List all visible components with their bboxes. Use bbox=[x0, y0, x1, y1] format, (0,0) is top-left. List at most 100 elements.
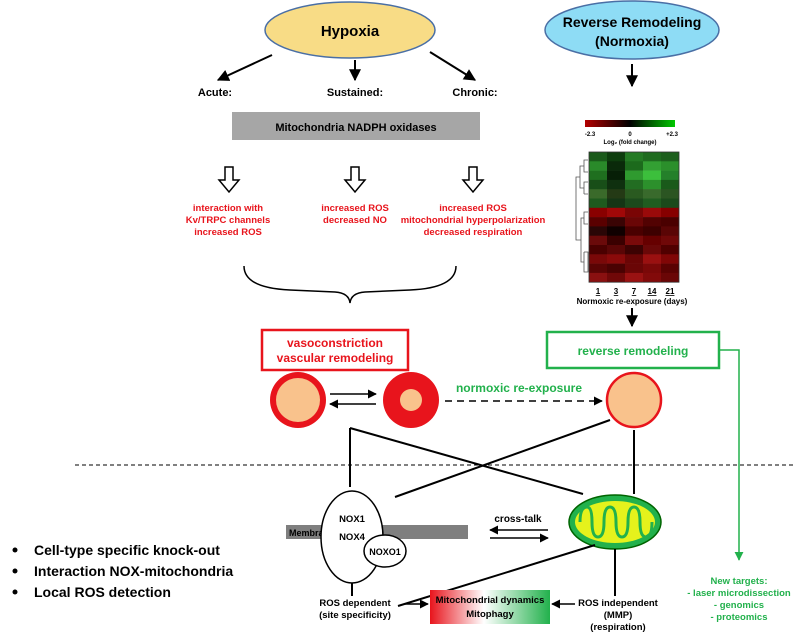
normoxic-label: normoxic re-exposure bbox=[456, 381, 582, 395]
heatmap-cell bbox=[607, 263, 625, 274]
heatmap-cell bbox=[589, 179, 607, 190]
day-label-7: 7 bbox=[632, 287, 637, 296]
heatmap-cell bbox=[607, 198, 625, 209]
heatmap-cell bbox=[661, 254, 679, 264]
membrane-label: Membrane bbox=[289, 528, 334, 538]
mito-dynamics-line2: Mitophagy bbox=[466, 609, 514, 620]
vasoconstriction-box bbox=[260, 328, 410, 372]
vessel-normal-left-lumen bbox=[276, 378, 320, 422]
heatmap-dendrogram bbox=[575, 159, 589, 273]
heatmap-cell bbox=[643, 226, 661, 236]
acute-effect-1: interaction with bbox=[193, 203, 263, 214]
heatmap-cell bbox=[607, 235, 625, 246]
heatmap-cell bbox=[661, 207, 679, 218]
bullet-2: Interaction NOX-mitochondria bbox=[34, 563, 233, 579]
heatmap-cell bbox=[589, 272, 607, 283]
reverse-remodeling-line2: (Normoxia) bbox=[595, 33, 669, 49]
heatmap-cell bbox=[589, 152, 607, 162]
vessel-remodeled-lumen bbox=[400, 389, 422, 411]
heatmap-cell bbox=[607, 179, 625, 190]
heatmap-cell bbox=[661, 226, 679, 236]
mito-dynamics-line1: Mitochondrial dynamics bbox=[436, 595, 545, 606]
scale-mid: 0 bbox=[628, 132, 632, 138]
new-targets-item-3: - proteomics bbox=[710, 612, 767, 623]
heatmap-cell bbox=[661, 179, 679, 190]
sustained-effect-1: increased ROS bbox=[321, 203, 389, 214]
green-connector bbox=[719, 349, 744, 561]
bullet-list: Cell-type specific knock-out Interaction… bbox=[12, 542, 233, 600]
heatmap-cell bbox=[589, 189, 607, 199]
heatmap-cell bbox=[589, 235, 607, 246]
reverse-remodeling-ellipse bbox=[544, 0, 720, 60]
nadph-bar-label: Mitochondria NADPH oxidases bbox=[275, 122, 436, 134]
heatmap-cell bbox=[643, 198, 661, 209]
heatmap-cell bbox=[625, 207, 643, 218]
heatmap-cell bbox=[625, 152, 643, 162]
heatmap-day-labels: 1 3 7 14 21 bbox=[596, 287, 675, 296]
heatmap-cell bbox=[625, 189, 643, 199]
heatmap-cell bbox=[607, 189, 625, 199]
heatmap-cell bbox=[625, 272, 643, 283]
ros-dependent-1: ROS dependent bbox=[319, 598, 391, 609]
heatmap-cell bbox=[661, 272, 679, 283]
heatmap-cell bbox=[661, 152, 679, 162]
heatmap-grid bbox=[588, 151, 680, 283]
chronic-effect-3: decreased respiration bbox=[424, 227, 523, 238]
heatmap-cell bbox=[661, 263, 679, 274]
heatmap-cell bbox=[643, 152, 661, 162]
noxo1-ellipse bbox=[363, 534, 407, 568]
heatmap-border bbox=[588, 151, 680, 283]
acute-effect-3: increased ROS bbox=[194, 227, 262, 238]
heatmap-cell bbox=[643, 179, 661, 190]
heatmap-cell bbox=[643, 217, 661, 227]
reverse-remodeling-box-label: reverse remodeling bbox=[578, 344, 689, 358]
heatmap-cell bbox=[643, 254, 661, 264]
arrow-to-acute bbox=[216, 54, 273, 81]
heatmap-cell bbox=[589, 226, 607, 236]
heatmap-cell bbox=[661, 217, 679, 227]
heatmap-cell bbox=[607, 207, 625, 218]
heatmap-cell bbox=[661, 161, 679, 171]
scale-label: Log₂ (fold change) bbox=[604, 140, 657, 146]
heatmap-cell bbox=[589, 198, 607, 209]
new-targets-item-2: - genomics bbox=[714, 600, 764, 611]
heatmap-cell bbox=[625, 161, 643, 171]
vessel-reversed bbox=[605, 371, 663, 429]
heatmap-cell bbox=[643, 189, 661, 199]
heatmap-cell bbox=[661, 170, 679, 181]
heatmap-cell bbox=[643, 170, 661, 181]
heatmap-cell bbox=[625, 179, 643, 190]
vasoconstriction-line2: vascular remodeling bbox=[277, 351, 394, 365]
phase-acute: Acute: bbox=[198, 87, 232, 99]
heatmap-cell bbox=[625, 245, 643, 255]
heatmap-cell bbox=[625, 217, 643, 227]
heatmap-cell bbox=[643, 161, 661, 171]
day-label-1: 1 bbox=[596, 287, 601, 296]
heatmap-cell bbox=[625, 198, 643, 209]
crosstalk-label: cross-talk bbox=[494, 514, 542, 525]
heatmap-cell bbox=[643, 235, 661, 246]
heatmap-cell bbox=[607, 245, 625, 255]
hollow-arrow-chronic bbox=[461, 166, 485, 194]
ros-independent-2: (MMP) bbox=[604, 610, 633, 621]
heatmap-cell bbox=[607, 217, 625, 227]
nox1-label: NOX1 bbox=[339, 514, 366, 525]
heatmap-cell bbox=[607, 161, 625, 171]
hollow-arrow-acute bbox=[217, 166, 241, 194]
heatmap-cell bbox=[643, 207, 661, 218]
heatmap-cell bbox=[589, 217, 607, 227]
phase-chronic: Chronic: bbox=[452, 87, 497, 99]
curly-brace bbox=[243, 265, 457, 304]
phase-sustained: Sustained: bbox=[327, 87, 383, 99]
heatmap-cell bbox=[589, 263, 607, 274]
heatmap-cell bbox=[643, 245, 661, 255]
ros-independent-1: ROS independent bbox=[578, 598, 659, 609]
arrow-to-chronic bbox=[429, 51, 477, 81]
noxo1-label: NOXO1 bbox=[369, 547, 401, 557]
mito-dynamics-box bbox=[430, 590, 550, 624]
ros-independent-3: (respiration) bbox=[590, 622, 645, 633]
heatmap-cell bbox=[607, 226, 625, 236]
heatmap-colorscale: -2.3 0 +2.3 Log₂ (fold change) bbox=[585, 120, 679, 146]
day-label-14: 14 bbox=[648, 287, 657, 296]
